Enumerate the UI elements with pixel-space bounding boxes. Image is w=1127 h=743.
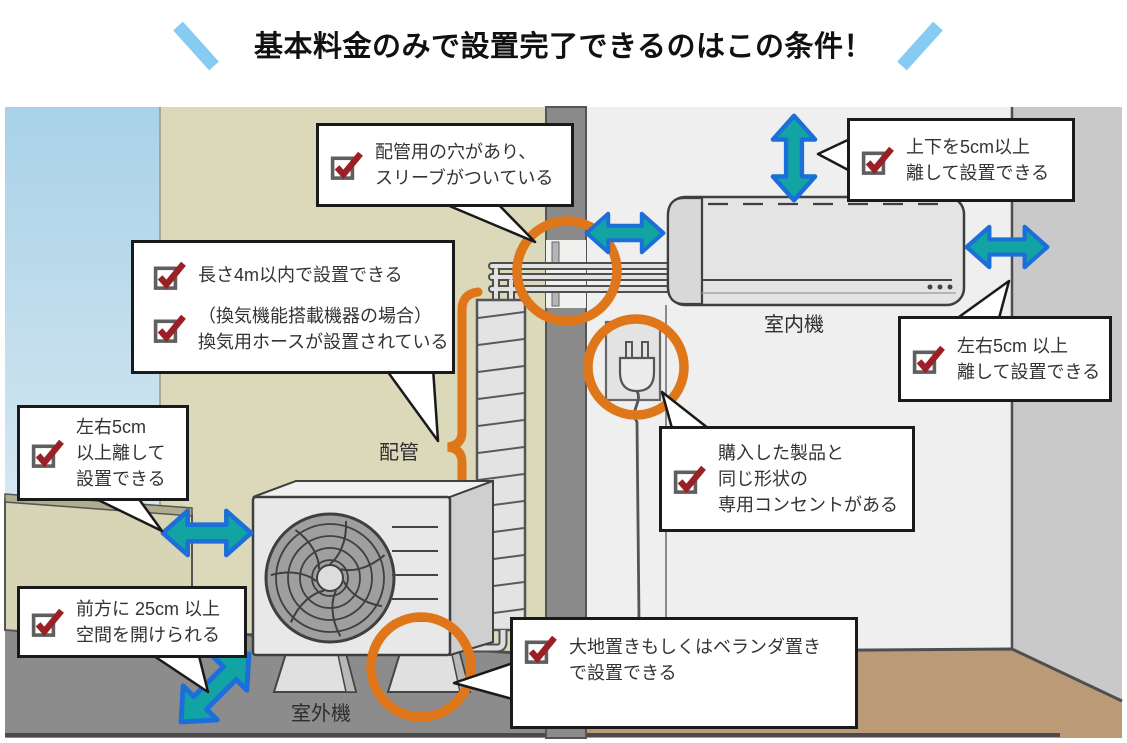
plug-prong xyxy=(625,341,633,359)
indoor-unit-label: 室内機 xyxy=(764,314,824,336)
callout-item: （換気機能搭載機器の場合） 換気用ホースが設置されている xyxy=(152,303,449,355)
scene xyxy=(4,106,1123,739)
callout-text: で設置できる xyxy=(569,663,677,683)
callout-sleeve: 配管用の穴があり、 スリーブがついている xyxy=(316,123,574,207)
plug-prong xyxy=(641,341,649,359)
callout-item: 長さ4m以内で設置できる xyxy=(152,260,403,291)
callout-text: 前方に 25cm 以上 xyxy=(76,599,221,619)
callout-left-clearance: 左右5cm 以上離して 設置できる xyxy=(17,405,189,501)
power-outlet xyxy=(604,320,662,621)
callout-text: （換気機能搭載機器の場合） xyxy=(198,305,432,326)
callout-outlet: 購入した製品と 同じ形状の 専用コンセントがある xyxy=(659,426,915,532)
plug-body xyxy=(618,356,656,393)
checkbox-checked-icon xyxy=(912,345,945,374)
callout-text: 長さ4m以内で設置できる xyxy=(198,265,403,285)
callout-text: 配管用の穴があり、 xyxy=(375,142,537,162)
callout-text: スリーブがついている xyxy=(375,168,554,188)
callout-text: 同じ形状の xyxy=(718,469,808,489)
callout-text: 空間を開けられる xyxy=(76,625,220,645)
callout-right-clearance: 左右5cm 以上 離して設置できる xyxy=(898,316,1112,402)
callout-text: 上下を5cm以上 xyxy=(906,137,1031,157)
callout-text: 専用コンセントがある xyxy=(718,495,898,515)
callout-text: 以上離して xyxy=(76,443,166,463)
highlight-circle-pipe-hole xyxy=(512,216,622,326)
title-slash-left xyxy=(173,21,219,71)
callout-front-clearance: 前方に 25cm 以上 空間を開けられる xyxy=(17,586,247,658)
page-title: 基本料金のみで設置完了できるのはこの条件！ xyxy=(254,31,873,63)
callout-text: 換気用ホースが設置されている xyxy=(198,331,449,352)
piping-label: 配管 xyxy=(379,442,419,464)
callout-text: 左右5cm xyxy=(76,417,147,437)
outdoor-unit-label: 室外機 xyxy=(291,703,351,725)
callout-text: 大地置きもしくはベランダ置き xyxy=(569,637,821,657)
plug-cord xyxy=(633,390,641,621)
checkbox-checked-icon xyxy=(31,608,64,637)
indoor-unit xyxy=(666,195,966,307)
right-wall xyxy=(1012,107,1122,738)
callout-pipe-length: 長さ4m以内で設置できる （換気機能搭載機器の場合） 換気用ホースが設置されてい… xyxy=(131,240,455,374)
checkbox-checked-icon xyxy=(330,151,363,180)
callout-text: 離して設置できる xyxy=(906,163,1050,183)
checkbox-checked-icon xyxy=(861,146,894,175)
callout-text: 離して設置できる xyxy=(957,362,1101,382)
checkbox-checked-icon xyxy=(153,261,186,290)
callout-top-clearance: 上下を5cm以上 離して設置できる xyxy=(847,118,1075,202)
highlight-circle-base xyxy=(366,612,476,722)
title-slash-right xyxy=(897,21,943,71)
callout-ground-placement: 大地置きもしくはベランダ置き で設置できる xyxy=(510,617,858,729)
checkbox-checked-icon xyxy=(524,635,557,664)
callout-text: 購入した製品と xyxy=(718,443,844,463)
callout-text: 左右5cm 以上 xyxy=(957,336,1069,356)
checkbox-checked-icon xyxy=(153,314,186,343)
highlight-circle-outlet xyxy=(583,314,689,420)
checkbox-checked-icon xyxy=(673,465,706,494)
callout-text: 設置できる xyxy=(76,469,166,489)
outdoor-unit xyxy=(251,479,494,693)
checkbox-checked-icon xyxy=(31,439,64,468)
